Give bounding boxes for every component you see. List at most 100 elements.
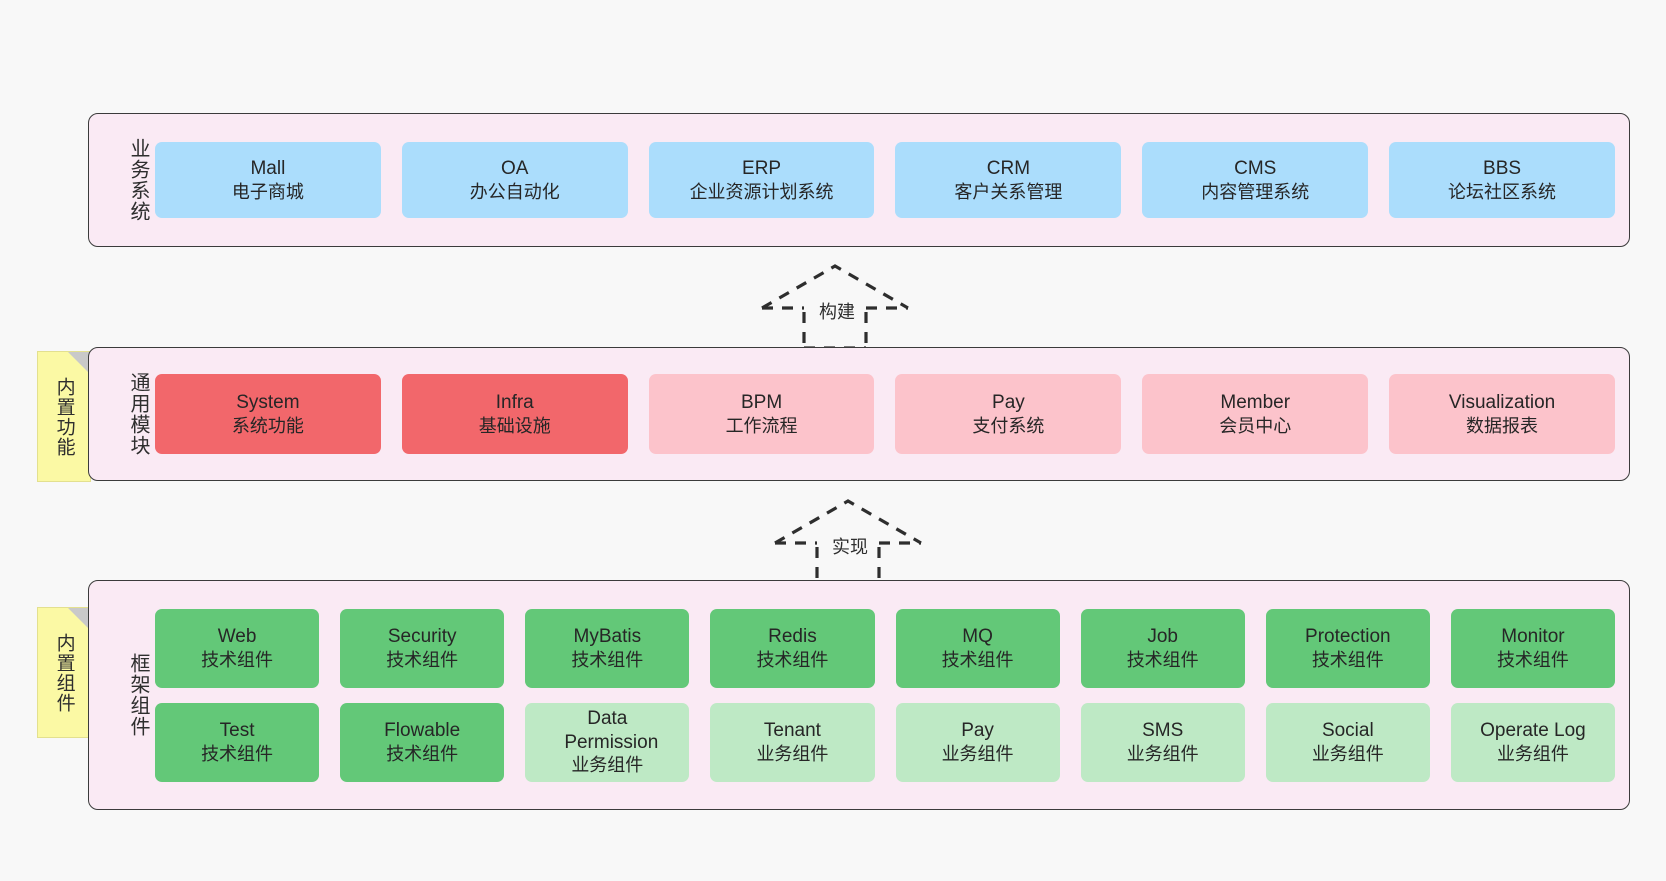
note-label: 内置组件 bbox=[53, 632, 75, 713]
card-job[interactable]: Job 技术组件 bbox=[1080, 608, 1245, 688]
card-social[interactable]: Social 业务组件 bbox=[1265, 702, 1430, 782]
card-title: CMS bbox=[1234, 158, 1277, 180]
card-monitor[interactable]: Monitor 技术组件 bbox=[1450, 608, 1615, 688]
card-subtitle: 基础设施 bbox=[478, 415, 551, 436]
card-mall[interactable]: Mall 电子商城 bbox=[155, 142, 381, 218]
card-title: Flowable bbox=[384, 720, 461, 742]
arrow-implement: 实现 bbox=[773, 497, 923, 587]
card-system[interactable]: System 系统功能 bbox=[155, 374, 381, 454]
card-subtitle: 业务组件 bbox=[571, 755, 644, 776]
card-title: Pay bbox=[992, 392, 1025, 414]
card-subtitle: 支付系统 bbox=[972, 415, 1045, 436]
arrow-build: 构建 bbox=[760, 262, 910, 352]
card-title: BPM bbox=[740, 392, 783, 414]
card-title: Monitor bbox=[1501, 626, 1565, 648]
note-label: 内置功能 bbox=[53, 376, 75, 457]
card-pay[interactable]: Pay 支付系统 bbox=[895, 374, 1122, 454]
card-title: Protection bbox=[1305, 626, 1391, 648]
layer-body-business-system: Mall 电子商城 OA 办公自动化 ERP 企业资源计划系统 CRM 客户关系… bbox=[149, 142, 1629, 218]
card-subtitle: 数据报表 bbox=[1466, 415, 1539, 436]
card-title: MyBatis bbox=[573, 626, 642, 648]
card-subtitle: 技术组件 bbox=[756, 649, 829, 670]
arrow-implement-label: 实现 bbox=[829, 533, 871, 559]
card-title: Infra bbox=[495, 392, 534, 414]
card-title: Test bbox=[219, 720, 255, 742]
card-infra[interactable]: Infra 基础设施 bbox=[401, 374, 628, 454]
layer-business-system: 业务系统 Mall 电子商城 OA 办公自动化 ERP 企业资源计划系统 CRM… bbox=[88, 113, 1630, 247]
card-title: System bbox=[236, 392, 300, 414]
card-data-permission[interactable]: Data Permission 业务组件 bbox=[525, 702, 690, 782]
card-subtitle: 业务组件 bbox=[1126, 743, 1199, 764]
card-title: Data Permission bbox=[564, 708, 659, 753]
card-test[interactable]: Test 技术组件 bbox=[155, 702, 320, 782]
card-title: OA bbox=[501, 158, 529, 180]
layer-title-common-modules: 通用模块 bbox=[127, 372, 149, 456]
card-flowable[interactable]: Flowable 技术组件 bbox=[340, 702, 505, 782]
arrow-head bbox=[761, 264, 909, 310]
card-cms[interactable]: CMS 内容管理系统 bbox=[1142, 142, 1369, 218]
card-member[interactable]: Member 会员中心 bbox=[1142, 374, 1369, 454]
card-protection[interactable]: Protection 技术组件 bbox=[1265, 608, 1430, 688]
card-pay-business[interactable]: Pay 业务组件 bbox=[895, 702, 1060, 782]
card-subtitle: 客户关系管理 bbox=[954, 181, 1063, 202]
card-title: ERP bbox=[742, 158, 782, 180]
card-mybatis[interactable]: MyBatis 技术组件 bbox=[525, 608, 690, 688]
layer-title-business-system: 业务系统 bbox=[127, 138, 149, 222]
card-subtitle: 技术组件 bbox=[386, 649, 459, 670]
card-subtitle: 办公自动化 bbox=[469, 181, 560, 202]
card-row: System 系统功能 Infra 基础设施 BPM 工作流程 Pay 支付系统… bbox=[155, 374, 1615, 454]
card-subtitle: 论坛社区系统 bbox=[1448, 181, 1557, 202]
card-title: Mall bbox=[250, 158, 286, 180]
card-visualization[interactable]: Visualization 数据报表 bbox=[1389, 374, 1615, 454]
card-bpm[interactable]: BPM 工作流程 bbox=[648, 374, 875, 454]
card-subtitle: 技术组件 bbox=[1126, 649, 1199, 670]
card-title: Redis bbox=[768, 626, 817, 648]
card-subtitle: 技术组件 bbox=[1496, 649, 1569, 670]
card-redis[interactable]: Redis 技术组件 bbox=[710, 608, 875, 688]
card-subtitle: 技术组件 bbox=[941, 649, 1014, 670]
card-title: Visualization bbox=[1448, 392, 1556, 414]
card-operate-log[interactable]: Operate Log 业务组件 bbox=[1450, 702, 1615, 782]
card-title: MQ bbox=[962, 626, 993, 648]
card-subtitle: 内容管理系统 bbox=[1201, 181, 1310, 202]
layer-framework-components: 框架组件 Web 技术组件 Security 技术组件 MyBatis 技术组件… bbox=[88, 580, 1630, 810]
card-subtitle: 工作流程 bbox=[725, 415, 798, 436]
card-title: Tenant bbox=[763, 720, 821, 742]
card-subtitle: 业务组件 bbox=[756, 743, 829, 764]
card-security[interactable]: Security 技术组件 bbox=[340, 608, 505, 688]
arrow-head bbox=[774, 499, 922, 545]
card-title: BBS bbox=[1483, 158, 1522, 180]
layer-body-framework-components: Web 技术组件 Security 技术组件 MyBatis 技术组件 Redi… bbox=[149, 608, 1629, 782]
card-title: Job bbox=[1147, 626, 1178, 648]
card-subtitle: 业务组件 bbox=[1311, 743, 1384, 764]
card-crm[interactable]: CRM 客户关系管理 bbox=[895, 142, 1122, 218]
sticky-note-builtin-functions: 内置功能 bbox=[37, 351, 91, 482]
card-subtitle: 技术组件 bbox=[1311, 649, 1384, 670]
card-subtitle: 技术组件 bbox=[201, 649, 274, 670]
card-title: Security bbox=[387, 626, 457, 648]
card-mq[interactable]: MQ 技术组件 bbox=[895, 608, 1060, 688]
card-erp[interactable]: ERP 企业资源计划系统 bbox=[648, 142, 875, 218]
card-title: Social bbox=[1321, 720, 1374, 742]
card-subtitle: 电子商城 bbox=[231, 181, 304, 202]
card-title: Web bbox=[217, 626, 257, 648]
card-subtitle: 企业资源计划系统 bbox=[689, 181, 834, 202]
card-bbs[interactable]: BBS 论坛社区系统 bbox=[1389, 142, 1615, 218]
card-title: Pay bbox=[961, 720, 994, 742]
layer-common-modules: 通用模块 System 系统功能 Infra 基础设施 BPM 工作流程 Pay… bbox=[88, 347, 1630, 481]
card-sms[interactable]: SMS 业务组件 bbox=[1080, 702, 1245, 782]
layer-title-framework-components: 框架组件 bbox=[127, 653, 149, 737]
card-oa[interactable]: OA 办公自动化 bbox=[401, 142, 628, 218]
sticky-note-builtin-components: 内置组件 bbox=[37, 607, 91, 738]
card-subtitle: 系统功能 bbox=[231, 415, 304, 436]
card-subtitle: 技术组件 bbox=[386, 743, 459, 764]
card-web[interactable]: Web 技术组件 bbox=[155, 608, 320, 688]
layer-body-common-modules: System 系统功能 Infra 基础设施 BPM 工作流程 Pay 支付系统… bbox=[149, 374, 1629, 454]
card-title: SMS bbox=[1142, 720, 1184, 742]
card-title: CRM bbox=[986, 158, 1031, 180]
card-subtitle: 技术组件 bbox=[571, 649, 644, 670]
card-tenant[interactable]: Tenant 业务组件 bbox=[710, 702, 875, 782]
card-row: Test 技术组件 Flowable 技术组件 Data Permission … bbox=[155, 702, 1615, 782]
card-subtitle: 业务组件 bbox=[1496, 743, 1569, 764]
